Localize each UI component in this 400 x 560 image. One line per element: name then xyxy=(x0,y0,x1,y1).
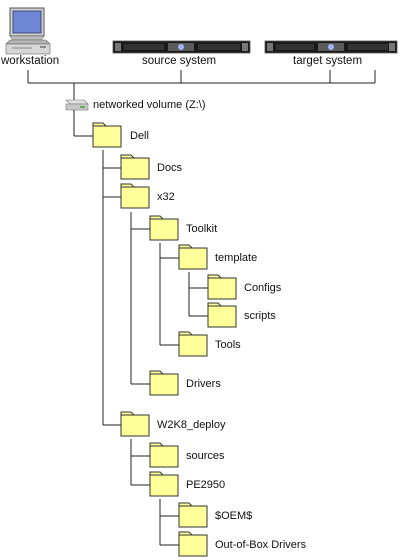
folder-icon xyxy=(149,442,179,468)
folder-icon xyxy=(207,302,237,328)
folder-label-w2k8-deploy: W2K8_deploy xyxy=(157,419,226,431)
folder-label-x32: x32 xyxy=(157,191,175,203)
folder-label-tools: Tools xyxy=(215,339,241,351)
folder-icon xyxy=(178,244,208,270)
folder-icon xyxy=(120,411,150,437)
folder-icon xyxy=(120,154,150,180)
folder-icon xyxy=(92,122,122,148)
folder-icon xyxy=(178,531,208,557)
folder-label-sources: sources xyxy=(186,450,225,462)
folder-label-scripts: scripts xyxy=(244,310,276,322)
folder-label-pe2950: PE2950 xyxy=(186,479,226,491)
folder-label-template: template xyxy=(215,252,258,264)
folder-label-out-of-box-drivers: Out-of-Box Drivers xyxy=(215,539,307,551)
folder-icon xyxy=(178,502,208,528)
folder-icon xyxy=(149,215,179,241)
source-system-label: source system xyxy=(142,55,217,67)
folder-icon xyxy=(149,471,179,497)
workstation-icon xyxy=(5,7,51,55)
connector-lines xyxy=(27,70,376,546)
workstation-label: workstation xyxy=(1,55,60,67)
target-system-label: target system xyxy=(293,55,363,67)
folder-label-docs: Docs xyxy=(157,162,183,174)
folder-icon xyxy=(120,183,150,209)
folder-icons xyxy=(92,122,237,557)
target-server-icon xyxy=(264,40,398,54)
networked-volume-label: networked volume (Z:\) xyxy=(93,99,206,111)
folder-icon xyxy=(149,370,179,396)
folder-icon xyxy=(207,274,237,300)
folder-label-dell: Dell xyxy=(130,130,149,142)
folder-label-drivers: Drivers xyxy=(186,378,221,390)
folder-icon xyxy=(178,331,208,357)
folder-label-configs: Configs xyxy=(244,282,282,294)
folder-label-toolkit: Toolkit xyxy=(186,223,218,235)
source-server-icon xyxy=(112,40,251,54)
network-drive-icon xyxy=(65,99,89,111)
folder-label-oem: $OEM$ xyxy=(215,510,253,522)
